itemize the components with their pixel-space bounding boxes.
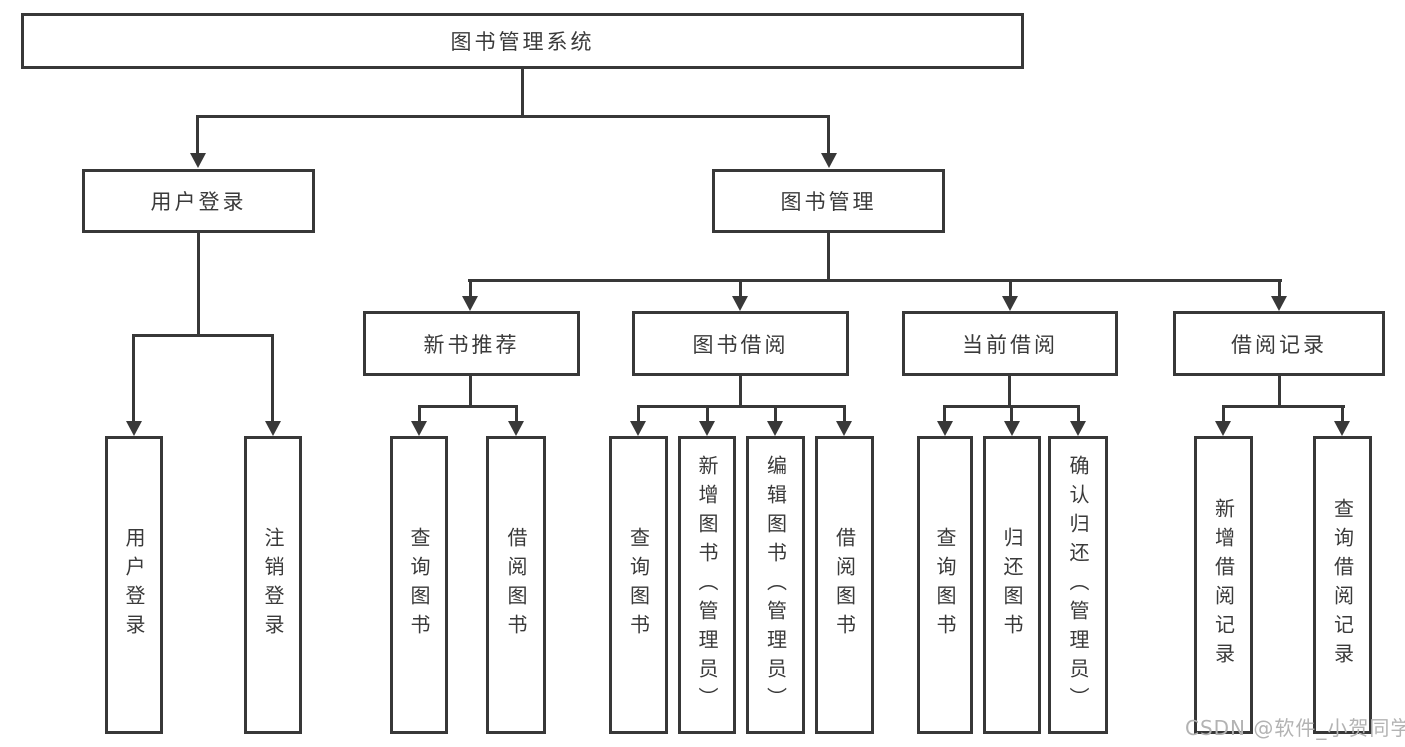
connector-line bbox=[132, 334, 274, 337]
arrow-down-icon bbox=[190, 153, 206, 168]
leaf-add-borrow-record-label: 新增借阅记录 bbox=[1211, 498, 1236, 672]
leaf-query-borrow-record: 查询借阅记录 bbox=[1313, 436, 1372, 734]
node-user-login: 用户登录 bbox=[82, 169, 315, 233]
connector-line bbox=[739, 376, 742, 408]
connector-line bbox=[706, 405, 709, 423]
node-book-borrow-label: 图书借阅 bbox=[692, 332, 789, 357]
arrow-down-icon bbox=[732, 296, 748, 311]
connector-line bbox=[774, 405, 777, 423]
connector-line bbox=[132, 334, 135, 423]
arrow-down-icon bbox=[836, 421, 852, 436]
node-current-borrow: 当前借阅 bbox=[902, 311, 1118, 376]
watermark-text: CSDN @软件_小贺同学 bbox=[1185, 716, 1405, 740]
leaf-add-borrow-record: 新增借阅记录 bbox=[1194, 436, 1253, 734]
connector-line bbox=[1278, 376, 1281, 408]
leaf-logout: 注销登录 bbox=[244, 436, 302, 734]
leaf-edit-book-admin-label: 编辑图书（管理员） bbox=[763, 454, 788, 716]
arrow-down-icon bbox=[1215, 421, 1231, 436]
node-book-management-label: 图书管理 bbox=[780, 190, 877, 214]
leaf-borrow-books-recommend: 借阅图书 bbox=[486, 436, 546, 734]
connector-line bbox=[1009, 279, 1012, 299]
leaf-confirm-return-admin: 确认归还（管理员） bbox=[1048, 436, 1108, 734]
node-borrow-record-label: 借阅记录 bbox=[1231, 332, 1327, 357]
leaf-query-books-recommend: 查询图书 bbox=[390, 436, 448, 734]
connector-line bbox=[1008, 376, 1011, 408]
node-new-book-recommend-label: 新书推荐 bbox=[423, 332, 520, 357]
node-user-login-label: 用户登录 bbox=[150, 190, 247, 214]
leaf-query-books-current-label: 查询图书 bbox=[933, 527, 957, 643]
leaf-borrow-books-borrow: 借阅图书 bbox=[815, 436, 874, 734]
connector-line bbox=[418, 405, 518, 408]
node-root-label: 图书管理系统 bbox=[450, 30, 595, 54]
leaf-query-books-current: 查询图书 bbox=[917, 436, 973, 734]
arrow-down-icon bbox=[126, 421, 142, 436]
node-new-book-recommend: 新书推荐 bbox=[363, 311, 580, 376]
leaf-user-login-label: 用户登录 bbox=[122, 527, 146, 643]
connector-line bbox=[469, 376, 472, 408]
leaf-add-book-admin-label: 新增图书（管理员） bbox=[695, 454, 719, 716]
leaf-borrow-books-borrow-label: 借阅图书 bbox=[832, 527, 857, 643]
connector-line bbox=[943, 405, 946, 423]
connector-line bbox=[1222, 405, 1225, 423]
leaf-logout-label: 注销登录 bbox=[261, 527, 285, 643]
node-root: 图书管理系统 bbox=[21, 13, 1024, 69]
connector-line bbox=[827, 115, 830, 155]
connector-line bbox=[469, 279, 472, 299]
leaf-return-book: 归还图书 bbox=[983, 436, 1041, 734]
leaf-query-borrow-record-label: 查询借阅记录 bbox=[1330, 498, 1355, 672]
connector-line bbox=[739, 279, 742, 299]
leaf-confirm-return-admin-label: 确认归还（管理员） bbox=[1066, 454, 1090, 716]
node-book-management: 图书管理 bbox=[712, 169, 945, 233]
connector-line bbox=[1222, 405, 1345, 408]
connector-line bbox=[196, 115, 830, 118]
arrow-down-icon bbox=[1070, 421, 1086, 436]
arrow-down-icon bbox=[699, 421, 715, 436]
arrow-down-icon bbox=[265, 421, 281, 436]
arrow-down-icon bbox=[508, 421, 524, 436]
arrow-down-icon bbox=[411, 421, 427, 436]
leaf-add-book-admin: 新增图书（管理员） bbox=[678, 436, 736, 734]
arrow-down-icon bbox=[1271, 296, 1287, 311]
leaf-query-books-recommend-label: 查询图书 bbox=[407, 527, 431, 643]
node-borrow-record: 借阅记录 bbox=[1173, 311, 1385, 376]
connector-line bbox=[515, 405, 518, 423]
connector-line bbox=[637, 405, 846, 408]
connector-line bbox=[196, 115, 199, 155]
connector-line bbox=[637, 405, 640, 423]
arrow-down-icon bbox=[937, 421, 953, 436]
connector-line bbox=[418, 405, 421, 423]
connector-line bbox=[468, 279, 1282, 282]
node-current-borrow-label: 当前借阅 bbox=[962, 332, 1058, 357]
leaf-return-book-label: 归还图书 bbox=[1000, 527, 1024, 643]
connector-line bbox=[271, 334, 274, 423]
leaf-borrow-books-recommend-label: 借阅图书 bbox=[504, 527, 528, 643]
connector-line bbox=[1077, 405, 1080, 423]
leaf-query-books-borrow: 查询图书 bbox=[609, 436, 668, 734]
connector-line bbox=[1341, 405, 1344, 423]
node-book-borrow: 图书借阅 bbox=[632, 311, 849, 376]
arrow-down-icon bbox=[767, 421, 783, 436]
connector-line bbox=[521, 69, 524, 117]
arrow-down-icon bbox=[1002, 296, 1018, 311]
connector-line bbox=[1010, 405, 1013, 423]
arrow-down-icon bbox=[1004, 421, 1020, 436]
connector-line bbox=[843, 405, 846, 423]
connector-line bbox=[827, 233, 830, 282]
connector-line bbox=[1278, 279, 1281, 299]
arrow-down-icon bbox=[630, 421, 646, 436]
arrow-down-icon bbox=[821, 153, 837, 168]
connector-line bbox=[197, 233, 200, 337]
arrow-down-icon bbox=[1334, 421, 1350, 436]
leaf-user-login: 用户登录 bbox=[105, 436, 163, 734]
leaf-query-books-borrow-label: 查询图书 bbox=[626, 527, 651, 643]
arrow-down-icon bbox=[462, 296, 478, 311]
leaf-edit-book-admin: 编辑图书（管理员） bbox=[746, 436, 805, 734]
